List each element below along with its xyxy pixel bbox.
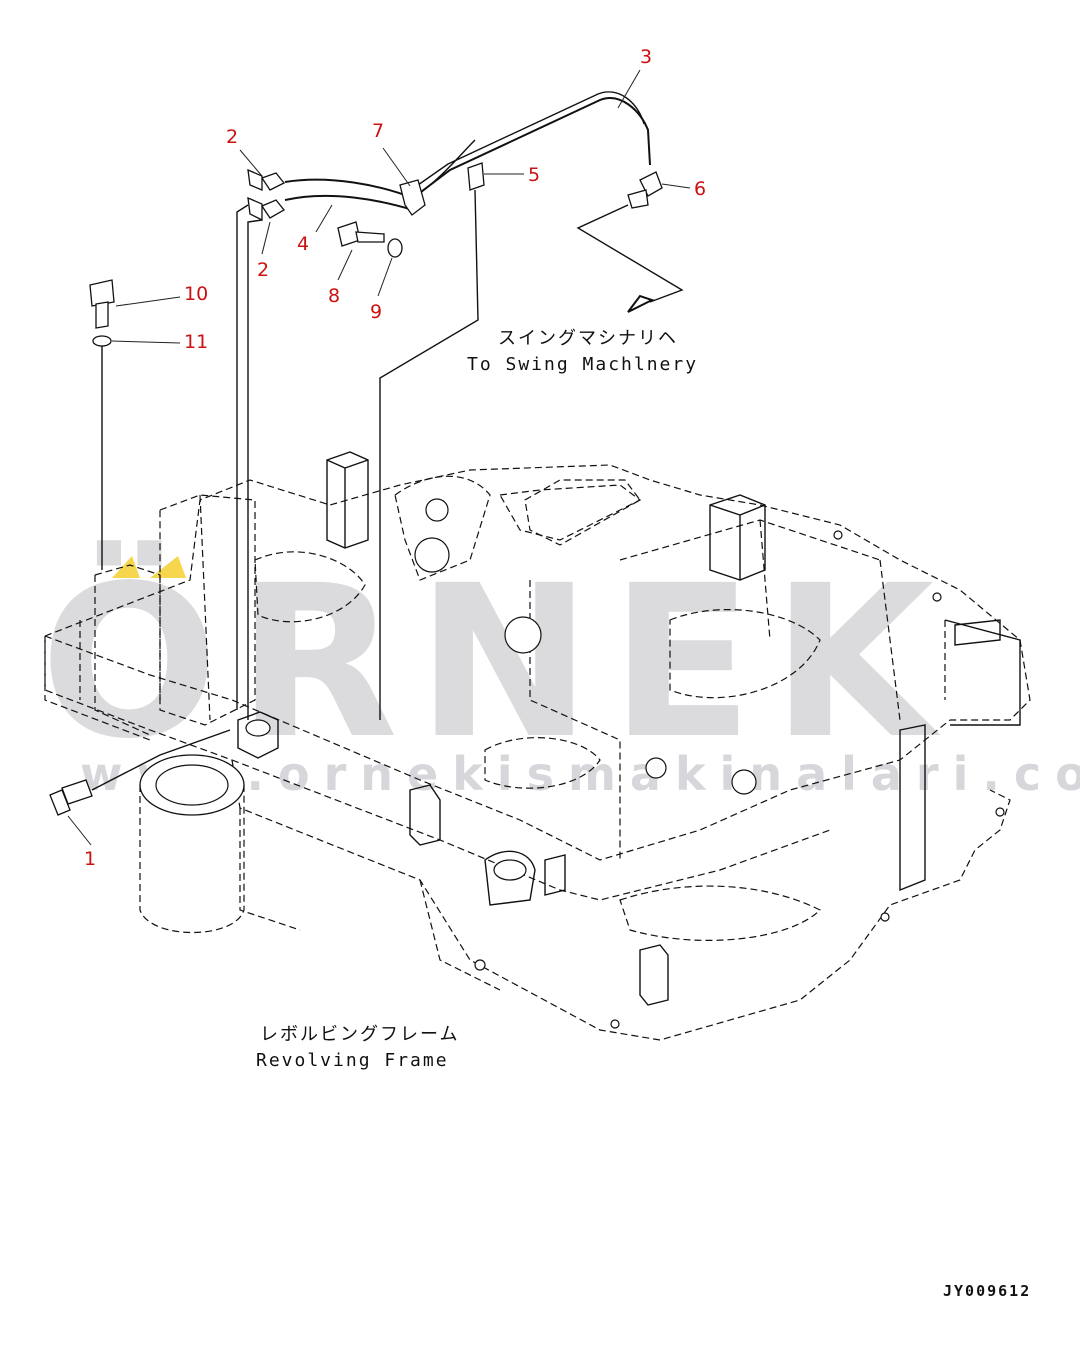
grease-fitting-1 xyxy=(49,779,93,816)
clamp xyxy=(399,179,426,216)
watermark-accent-2 xyxy=(150,556,186,578)
callout-7: 7 xyxy=(372,120,384,142)
washer-11 xyxy=(92,335,112,347)
swing-label-jp: スイングマシナリヘ xyxy=(498,328,678,349)
callout-5: 5 xyxy=(528,164,540,186)
bolt-10 xyxy=(89,279,115,329)
callout-11: 11 xyxy=(184,331,208,353)
frame-label-en: Revolving Frame xyxy=(256,1050,449,1071)
callout-3: 3 xyxy=(640,46,652,68)
fitting-2-top xyxy=(247,168,286,191)
watermark-accent-1 xyxy=(112,556,140,578)
callout-1: 1 xyxy=(84,848,96,870)
watermark-url: www.ornekismakinalari.com.tr xyxy=(80,747,1080,801)
fitting-2-bottom xyxy=(247,196,285,222)
revolving-frame xyxy=(44,451,1031,1041)
callout-8: 8 xyxy=(328,285,340,307)
fitting-5 xyxy=(467,162,485,191)
swing-label-en: To Swing Machlnery xyxy=(467,354,698,375)
callout-9: 9 xyxy=(370,301,382,323)
callout-6: 6 xyxy=(694,178,706,200)
callout-10: 10 xyxy=(184,283,208,305)
callout-numbers: 1 2 2 3 4 5 6 7 8 9 10 11 xyxy=(84,46,706,870)
elbow-6 xyxy=(627,171,663,209)
captions: スイングマシナリヘ To Swing Machlnery レボルビングフレーム … xyxy=(256,328,1031,1300)
drawing-code: JY009612 xyxy=(943,1282,1031,1300)
leader-lines xyxy=(67,69,691,846)
bolt-8 xyxy=(337,221,385,247)
callout-2-top: 2 xyxy=(226,126,238,148)
callout-2-bottom: 2 xyxy=(257,259,269,281)
washer-9 xyxy=(387,238,403,258)
grease-piping xyxy=(49,91,684,816)
frame-label-jp: レボルビングフレーム xyxy=(260,1024,459,1045)
callout-4: 4 xyxy=(297,233,309,255)
